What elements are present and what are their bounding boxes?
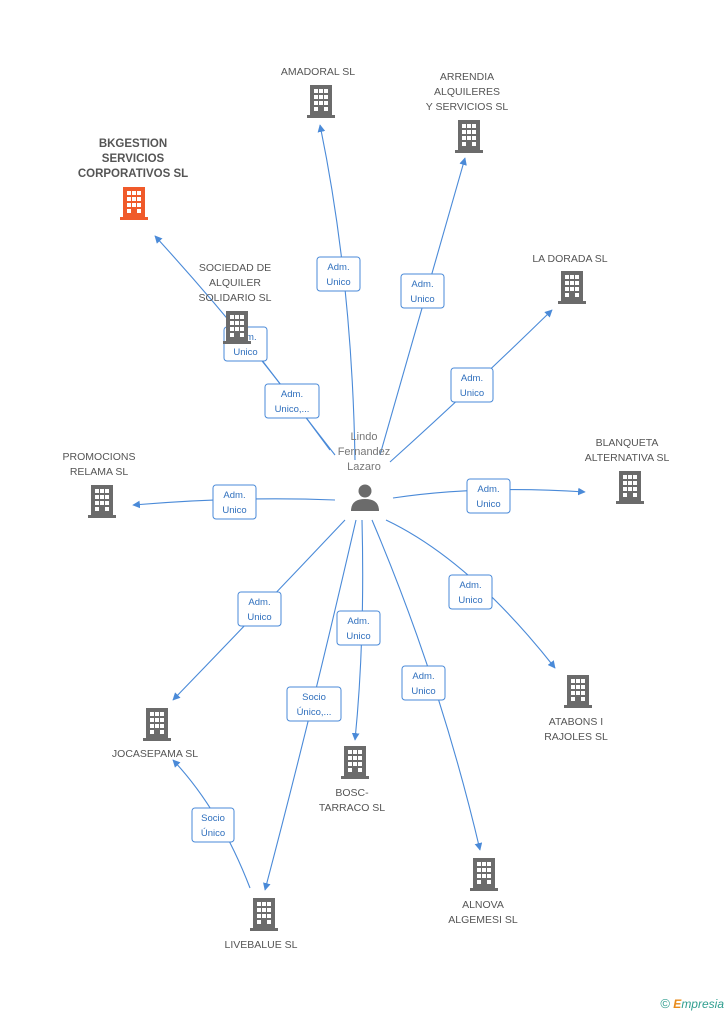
company-node-alnova[interactable]: ALNOVA ALGEMESI SL: [448, 858, 518, 926]
company-label-line: PROMOCIONS: [63, 451, 136, 463]
company-label-line: ALTERNATIVA SL: [585, 452, 670, 464]
building-icon: [120, 187, 148, 220]
company-label-line: ARRENDIA: [440, 71, 494, 83]
company-node-ladorada[interactable]: LA DORADA SL: [532, 253, 608, 304]
relation-line2: Unico: [410, 294, 434, 305]
relation-line2: Unico: [458, 595, 482, 606]
company-label-line: SERVICIOS: [102, 153, 165, 165]
person-label-line: Lindo: [351, 431, 378, 443]
relation-line1: Adm.: [281, 389, 303, 400]
relation-line1: Adm.: [477, 484, 499, 495]
relation-label-bosc[interactable]: Adm. Unico: [336, 610, 381, 646]
person-label-line: Lazaro: [347, 461, 381, 473]
building-icon: [307, 85, 335, 118]
relation-line1: Adm.: [248, 597, 270, 608]
company-node-arrendia[interactable]: ARRENDIA ALQUILERES Y SERVICIOS SL: [426, 71, 509, 153]
relation-line2: Unico: [476, 499, 500, 510]
building-icon: [558, 271, 586, 304]
company-nodes: BKGESTION SERVICIOS CORPORATIVOS SL AMAD…: [63, 66, 670, 951]
company-node-atabons[interactable]: ATABONS I RAJOLES SL: [544, 675, 608, 743]
relation-label-bkgestion[interactable]: Adm. Unico,...: [264, 383, 320, 419]
relation-line1: Socio: [201, 813, 225, 824]
relation-label-amadoral[interactable]: Adm. Unico: [316, 256, 361, 292]
company-node-blanqueta[interactable]: BLANQUETA ALTERNATIVA SL: [585, 437, 670, 504]
company-label-line: TARRACO SL: [319, 802, 385, 814]
person-label-line: Fernandez: [338, 446, 391, 458]
relation-label-blanqueta[interactable]: Adm. Unico: [466, 478, 511, 514]
person-icon: [351, 484, 379, 511]
company-node-livebalue[interactable]: LIVEBALUE SL: [225, 898, 298, 951]
building-icon: [341, 746, 369, 779]
relation-label-livebalue-jocasepama[interactable]: Socio Único: [191, 807, 235, 843]
brand-initial: E: [673, 997, 682, 1011]
company-label-line: AMADORAL SL: [281, 66, 355, 78]
company-label-line: JOCASEPAMA SL: [112, 748, 198, 760]
company-label-line: BOSC-: [335, 787, 369, 799]
relation-line2: Unico: [247, 612, 271, 623]
building-icon: [223, 311, 251, 344]
relation-label-jocasepama[interactable]: Adm. Unico: [237, 591, 282, 627]
relation-label-livebalue[interactable]: Socio Único,...: [286, 686, 342, 722]
relation-line1: Adm.: [347, 616, 369, 627]
relation-line2: Unico,...: [275, 404, 310, 415]
building-icon: [88, 485, 116, 518]
relation-line2: Unico: [326, 277, 350, 288]
relation-line2: Unico: [346, 631, 370, 642]
company-label-line: RELAMA SL: [70, 466, 129, 478]
relation-line1: Adm.: [459, 580, 481, 591]
relation-label-promocions[interactable]: Adm. Unico: [212, 484, 257, 520]
company-node-amadoral[interactable]: AMADORAL SL: [281, 66, 355, 118]
footer-brand: © Empresia: [660, 996, 724, 1011]
company-node-bosc[interactable]: BOSC- TARRACO SL: [319, 746, 385, 814]
company-label-line: RAJOLES SL: [544, 731, 608, 743]
company-node-sociedad[interactable]: SOCIEDAD DE ALQUILER SOLIDARIO SL: [199, 262, 272, 344]
relation-line1: Adm.: [412, 671, 434, 682]
building-icon: [143, 708, 171, 741]
building-icon: [455, 120, 483, 153]
building-icon: [564, 675, 592, 708]
building-icon: [616, 471, 644, 504]
company-label-line: ALNOVA: [462, 899, 504, 911]
person-node[interactable]: Lindo Fernandez Lazaro: [338, 431, 391, 511]
relation-label-atabons[interactable]: Adm. Unico: [448, 574, 493, 610]
company-label-line: BKGESTION: [99, 138, 167, 150]
relation-line2: Unico: [222, 505, 246, 516]
building-icon: [470, 858, 498, 891]
company-label-line: ATABONS I: [549, 716, 603, 728]
company-label-line: CORPORATIVOS SL: [78, 168, 188, 180]
relation-label-ladorada[interactable]: Adm. Unico: [450, 367, 494, 403]
company-label-line: ALQUILER: [209, 277, 261, 289]
building-icon: [250, 898, 278, 931]
relation-line1: Adm.: [327, 262, 349, 273]
relation-line1: Adm.: [411, 279, 433, 290]
company-label-line: BLANQUETA: [596, 437, 659, 449]
company-label-line: SOLIDARIO SL: [199, 292, 272, 304]
relation-line1: Socio: [302, 692, 326, 703]
relation-label-arrendia[interactable]: Adm. Unico: [400, 273, 445, 309]
company-node-jocasepama[interactable]: JOCASEPAMA SL: [112, 708, 198, 760]
relation-line2: Único,...: [297, 707, 332, 718]
company-label-line: ALQUILERES: [434, 86, 500, 98]
company-label-line: LIVEBALUE SL: [225, 939, 298, 951]
company-label-line: LA DORADA SL: [532, 253, 607, 265]
relation-label-alnova[interactable]: Adm. Unico: [401, 665, 446, 701]
relation-line2: Unico: [233, 347, 257, 358]
company-node-promocions[interactable]: PROMOCIONS RELAMA SL: [63, 451, 136, 518]
company-label-line: Y SERVICIOS SL: [426, 101, 509, 113]
relation-line2: Unico: [411, 686, 435, 697]
relation-line1: Adm.: [461, 373, 483, 384]
copyright-symbol: ©: [660, 996, 670, 1011]
relation-line1: Adm.: [223, 490, 245, 501]
company-label-line: ALGEMESI SL: [448, 914, 518, 926]
edge-amadoral: [317, 124, 356, 461]
relation-line2: Único: [201, 828, 225, 839]
relation-line2: Unico: [460, 388, 484, 399]
brand-name: mpresia: [681, 997, 724, 1011]
company-label-line: SOCIEDAD DE: [199, 262, 271, 274]
brand-logo[interactable]: Empresia: [673, 997, 724, 1011]
company-node-bkgestion[interactable]: BKGESTION SERVICIOS CORPORATIVOS SL: [78, 138, 188, 220]
